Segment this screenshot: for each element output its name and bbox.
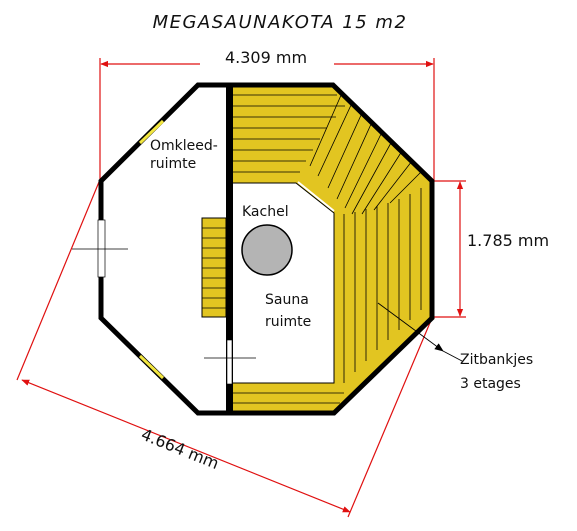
diagonal-dimension-label: 4.664 mm <box>138 425 221 473</box>
dressing-room-label-1: Omkleed- <box>150 138 218 154</box>
stove-label: Kachel <box>242 204 289 220</box>
callout-label-2: 3 etages <box>460 376 521 392</box>
dressing-bench <box>201 217 227 318</box>
sauna-room-label-1: Sauna <box>265 292 309 308</box>
window-upper <box>138 119 165 145</box>
stove <box>241 224 293 276</box>
partition-wall <box>226 85 233 413</box>
width-dimension: 4.309 mm <box>99 46 435 180</box>
side-dimension: 1.785 mm <box>434 180 570 318</box>
side-dimension-label: 1.785 mm <box>467 231 549 250</box>
callout-label-1: Zitbankjes <box>460 352 533 368</box>
sauna-room-label-2: ruimte <box>265 314 311 330</box>
diagram-title: MEGASAUNAKOTA 15 m2 <box>153 12 408 33</box>
dressing-room-label-2: ruimte <box>150 156 196 172</box>
callout-arrow <box>377 302 444 352</box>
window-lower <box>138 354 165 380</box>
entrance-door <box>97 219 106 278</box>
width-dimension-label: 4.309 mm <box>225 48 307 67</box>
sauna-door <box>226 339 233 385</box>
